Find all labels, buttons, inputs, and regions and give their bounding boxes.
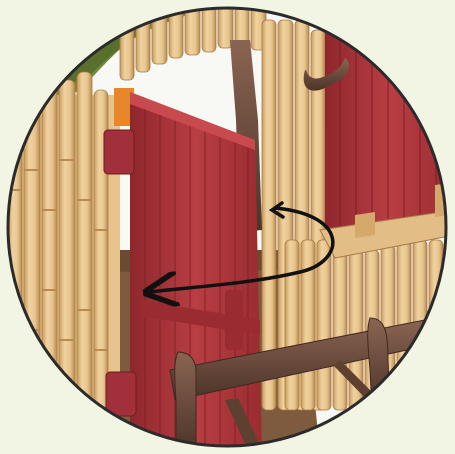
left-bamboo-wall bbox=[0, 72, 120, 454]
lower-hinge bbox=[106, 372, 136, 416]
upper-hinge bbox=[104, 130, 134, 174]
